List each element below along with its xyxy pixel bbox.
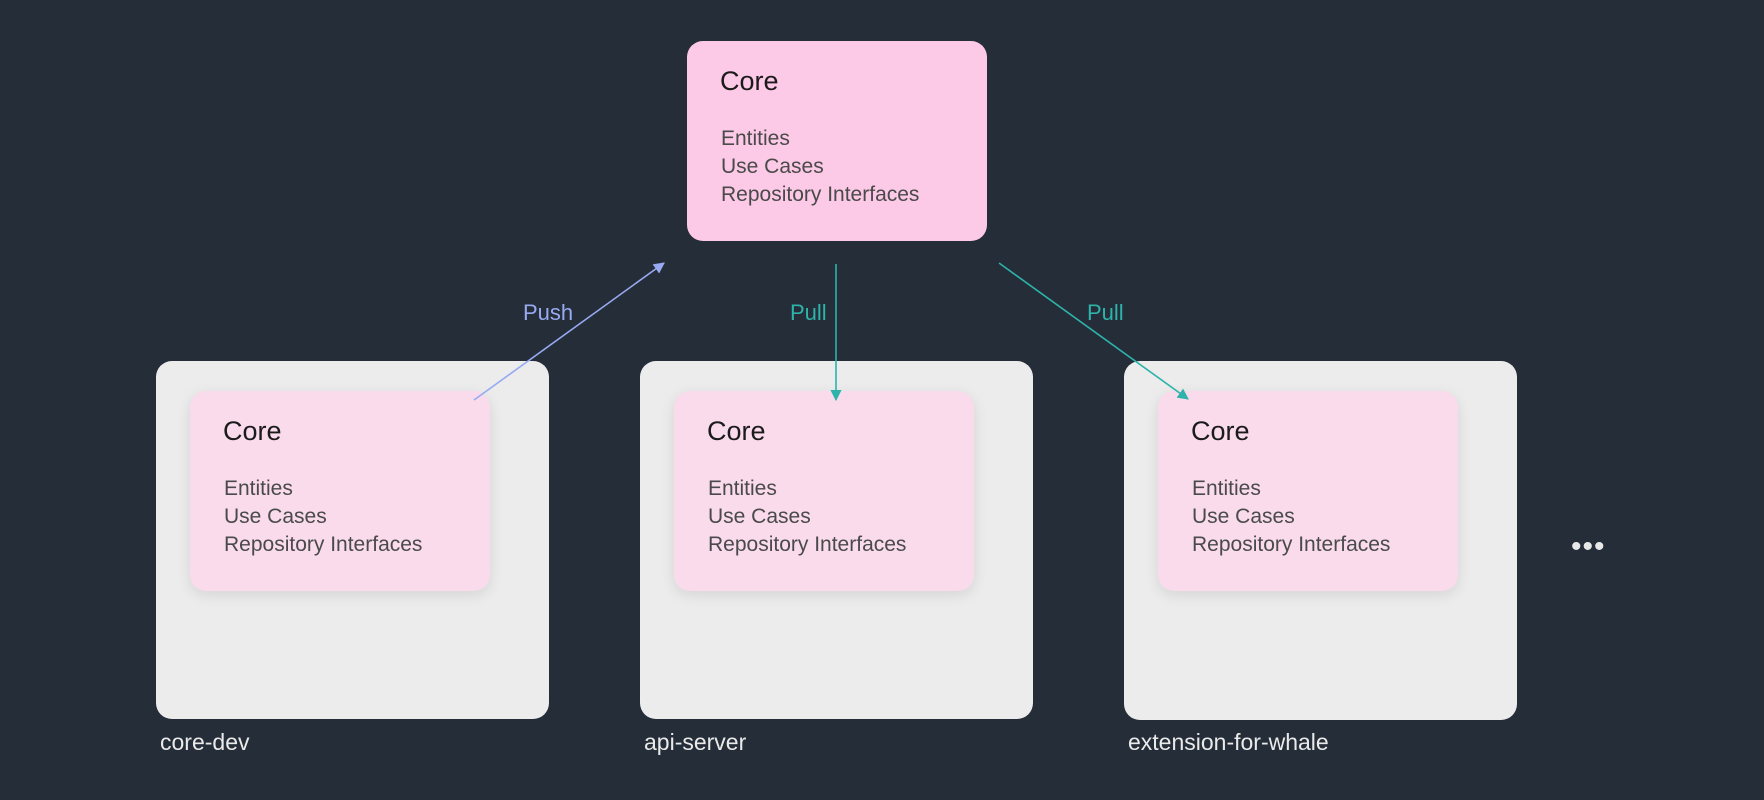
repo-core-title: Core (223, 416, 282, 446)
repo-label-api-server: api-server (644, 729, 747, 755)
repo-core-item-entities: Entities (708, 477, 777, 500)
repo-core-items: Entities Use Cases Repository Interfaces (708, 475, 906, 559)
repo-core-items: Entities Use Cases Repository Interfaces (224, 475, 422, 559)
pull-arrow-extension (998, 262, 1189, 400)
repo-label-core-dev: core-dev (160, 729, 250, 755)
repo-core-card-api-server: Core Entities Use Cases Repository Inter… (674, 391, 974, 591)
repo-core-item-repository-interfaces: Repository Interfaces (1192, 533, 1391, 556)
pull-arrow-label-extension: Pull (1087, 300, 1124, 325)
more-repos-ellipsis-icon: ••• (1571, 530, 1606, 563)
repo-core-item-use-cases: Use Cases (708, 505, 811, 528)
repo-core-card-extension-for-whale: Core Entities Use Cases Repository Inter… (1158, 391, 1458, 591)
repo-core-items: Entities Use Cases Repository Interfaces (1192, 475, 1390, 559)
repo-core-item-use-cases: Use Cases (1192, 505, 1295, 528)
central-core-item-use-cases: Use Cases (721, 155, 824, 178)
repo-core-item-entities: Entities (1192, 477, 1261, 500)
repo-core-title: Core (707, 416, 766, 446)
push-arrow-label: Push (523, 300, 574, 325)
repo-core-card-core-dev: Core Entities Use Cases Repository Inter… (190, 391, 490, 591)
repo-label-extension-for-whale: extension-for-whale (1128, 729, 1329, 755)
central-core-title: Core (720, 66, 779, 96)
central-core-items: Entities Use Cases Repository Interfaces (721, 125, 919, 209)
central-core-card: Core Entities Use Cases Repository Inter… (687, 41, 987, 241)
central-core-item-repository-interfaces: Repository Interfaces (721, 183, 920, 206)
repo-core-item-entities: Entities (224, 477, 293, 500)
pull-arrow-label-api-server: Pull (790, 300, 827, 325)
repo-core-item-use-cases: Use Cases (224, 505, 327, 528)
repo-core-item-repository-interfaces: Repository Interfaces (224, 533, 423, 556)
central-core-item-entities: Entities (721, 127, 790, 150)
repo-core-item-repository-interfaces: Repository Interfaces (708, 533, 907, 556)
repo-core-title: Core (1191, 416, 1250, 446)
push-arrow (473, 262, 665, 401)
